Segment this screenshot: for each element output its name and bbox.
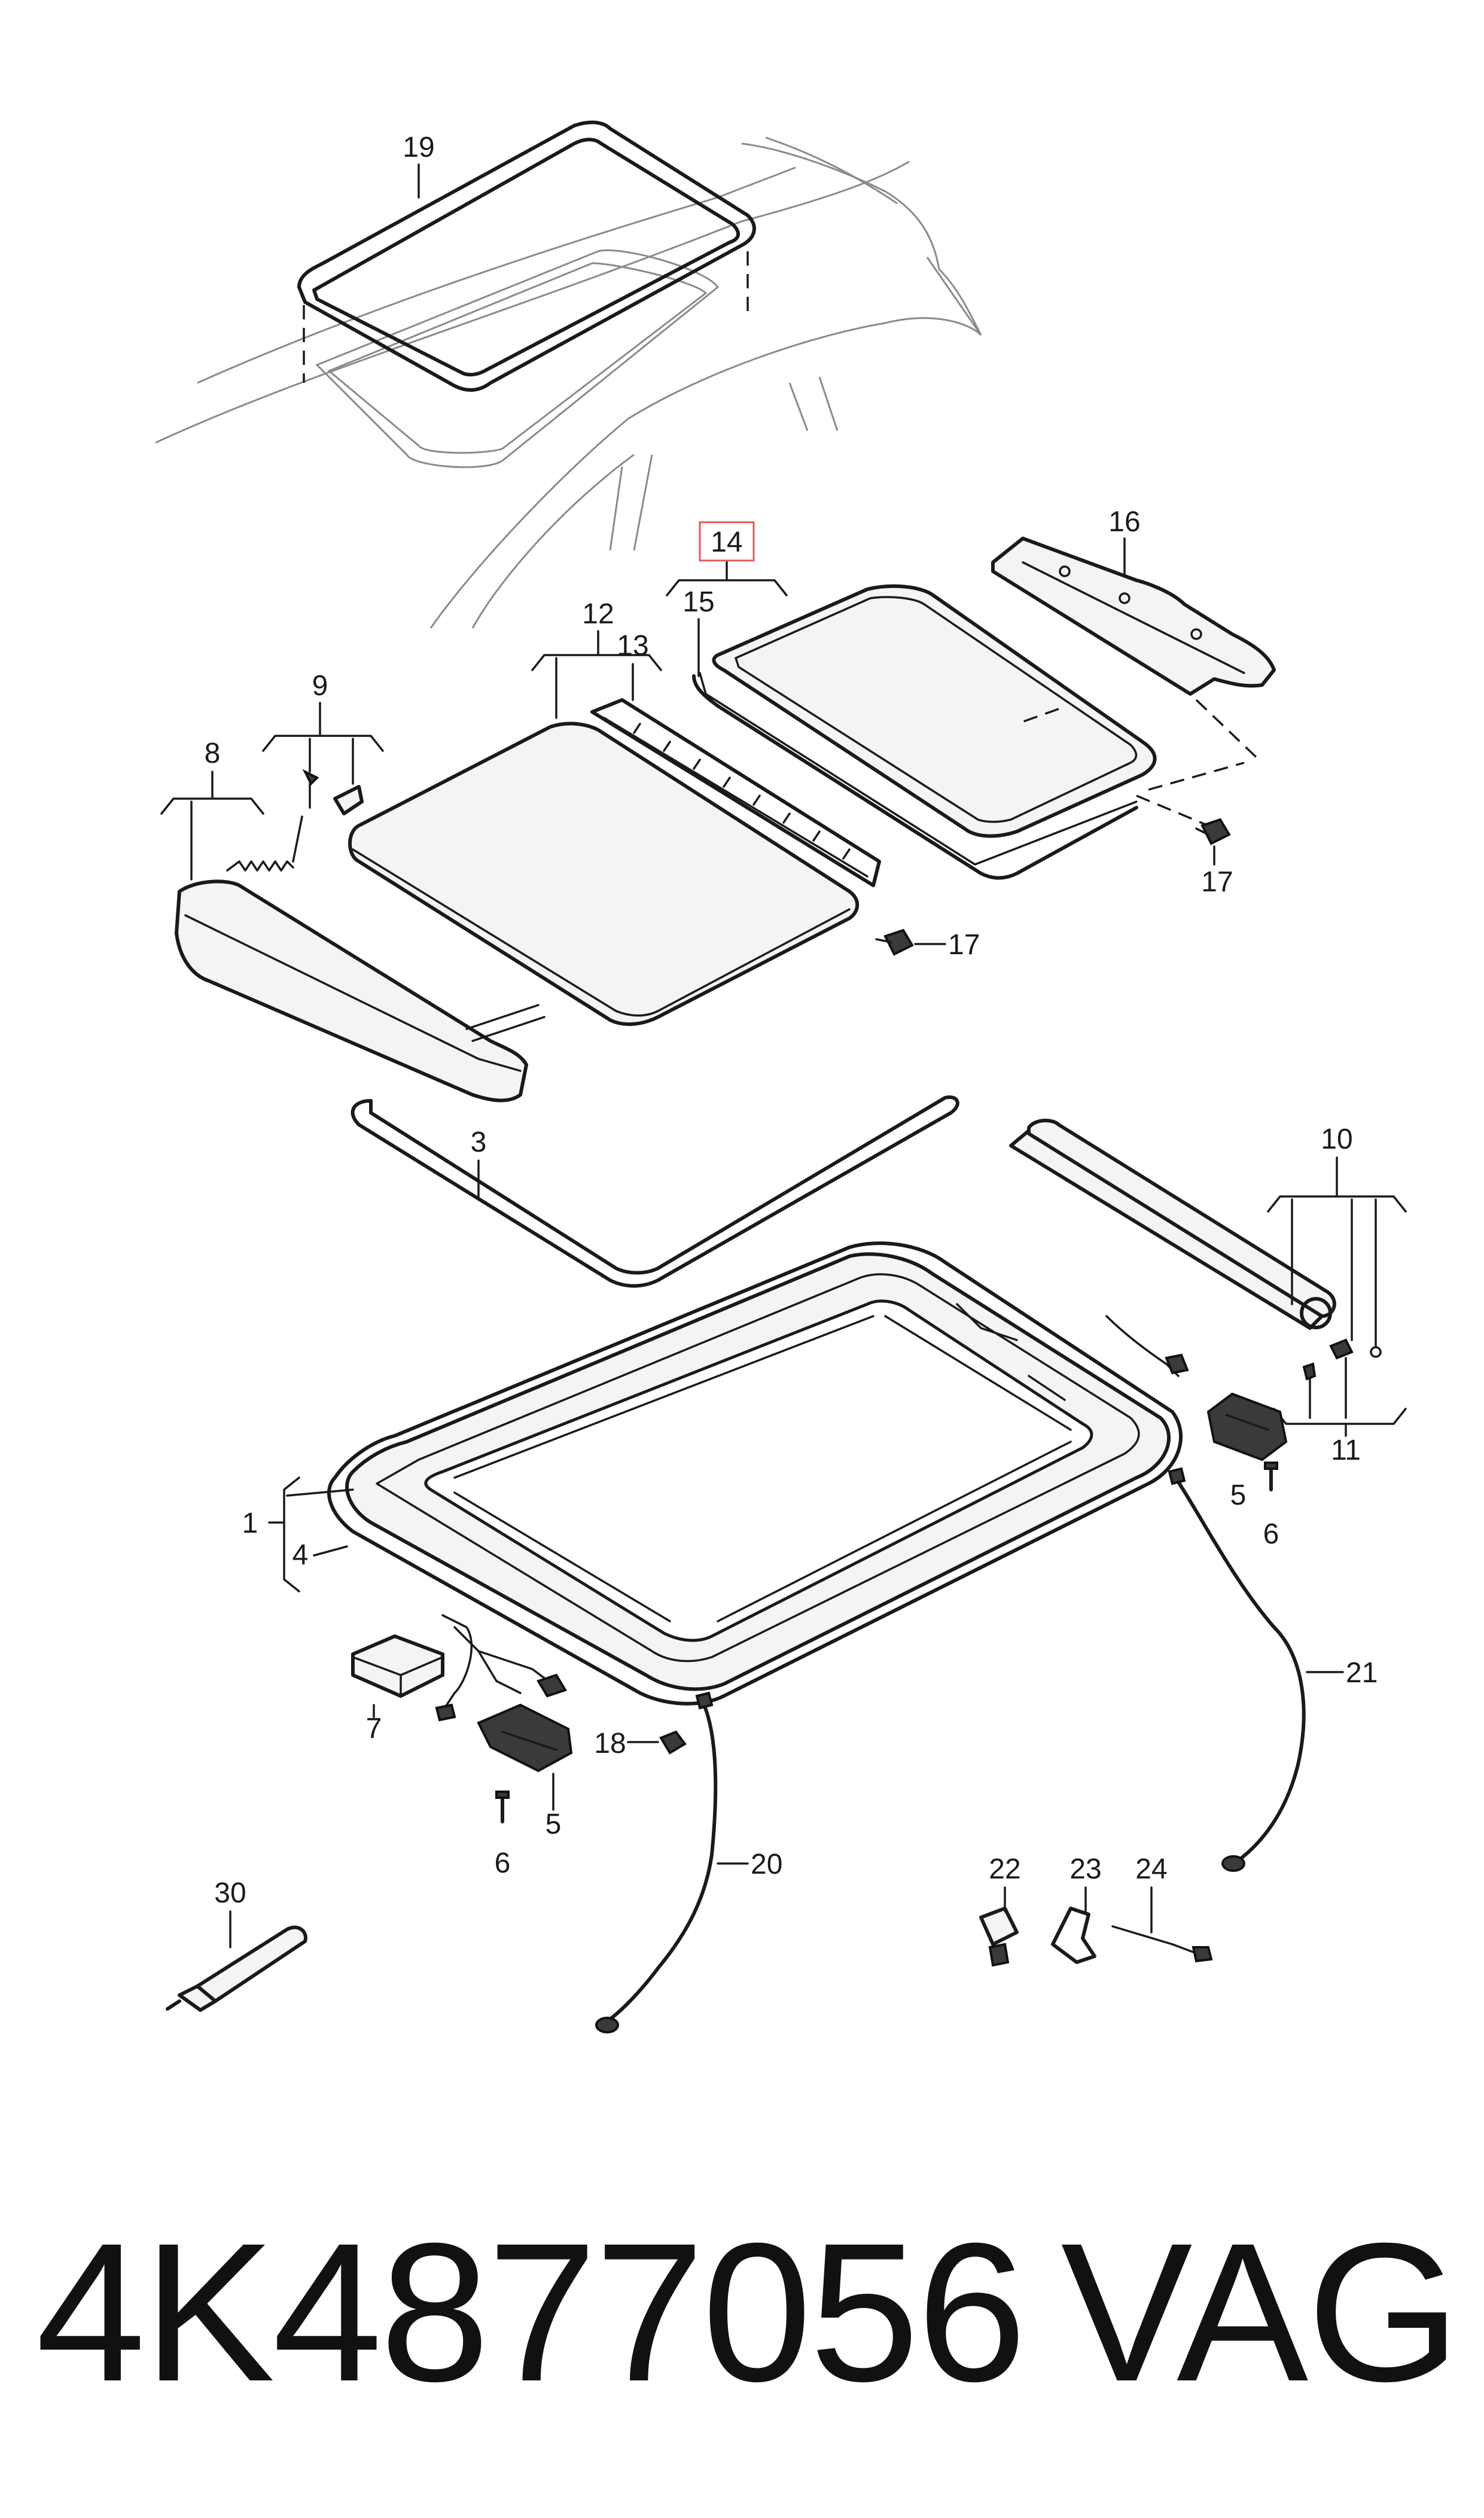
part-17-screw-middle <box>875 928 914 956</box>
callout-21-label: 21 <box>1346 1657 1378 1689</box>
part-16-bracket <box>991 537 1276 696</box>
callout-7-label: 7 <box>366 1713 382 1744</box>
part-6-screw-left <box>495 1791 510 1823</box>
callout-13-label: 13 <box>617 630 648 662</box>
part-12-panel <box>348 721 860 1026</box>
callout-3: 3 <box>471 1126 487 1198</box>
part-20-drain-hose <box>595 1691 718 2033</box>
part-1-frame <box>345 1252 1171 1691</box>
part-14-glass-panel <box>712 584 1157 838</box>
part-6-screw-right <box>1264 1462 1278 1491</box>
callout-15: 15 <box>682 586 715 677</box>
part-19-roof-seal <box>297 120 756 392</box>
callout-20-label: 20 <box>751 1849 782 1880</box>
callout-7: 7 <box>366 1704 382 1744</box>
part-9-hinge <box>302 747 364 815</box>
callout-21: 21 <box>1306 1657 1378 1689</box>
callout-17-middle-label: 17 <box>948 929 980 961</box>
callout-4-label: 4 <box>292 1539 309 1571</box>
part-front-deflector <box>175 879 546 1103</box>
drain-cable-top <box>1105 1315 1180 1377</box>
part-24-cable-tie <box>1111 1925 1213 1963</box>
callout-11: 11 <box>1273 1357 1407 1466</box>
part-5-motor-left <box>477 1703 573 1773</box>
callout-4: 4 <box>292 1539 348 1571</box>
part-15-glass-seal <box>692 672 1138 880</box>
callout-24: 24 <box>1135 1853 1168 1934</box>
callout-12: 12 <box>531 598 662 719</box>
callout-19-label: 19 <box>403 132 434 163</box>
callout-9: 9 <box>262 670 384 773</box>
callout-6-left: 6 <box>495 1847 511 1879</box>
callout-1: 1 <box>242 1476 354 1593</box>
callout-19: 19 <box>403 132 435 199</box>
callout-3-label: 3 <box>471 1126 487 1158</box>
part-4-frame-seal <box>327 1241 1183 1706</box>
callout-30: 30 <box>214 1877 246 1948</box>
callout-6-right: 6 <box>1263 1518 1279 1550</box>
part-number: 4K4877056 <box>36 2202 1026 2422</box>
callout-17-middle: 17 <box>914 929 980 961</box>
callout-5-left: 5 <box>546 1773 562 1840</box>
callout-5-right-label: 5 <box>1230 1479 1247 1511</box>
part-30-sealant-tube <box>166 1925 307 2012</box>
callout-14: 14 <box>666 521 788 596</box>
part-13-strip <box>590 698 881 887</box>
highlight-box <box>699 521 755 562</box>
callout-6-right-label: 6 <box>1263 1518 1279 1550</box>
callout-22-label: 22 <box>989 1853 1020 1885</box>
callout-23-label: 23 <box>1069 1853 1101 1885</box>
roof-outline <box>155 136 982 629</box>
callout-20: 20 <box>717 1849 782 1880</box>
callout-1-label: 1 <box>242 1508 258 1539</box>
footer-part-number-line: 4K4877056 VAG <box>36 2202 1461 2465</box>
callout-16: 16 <box>1108 506 1141 576</box>
callout-12-label: 12 <box>582 598 614 630</box>
callout-11-label: 11 <box>1331 1435 1361 1466</box>
cable-connector-top <box>1165 1353 1189 1375</box>
part-7-control-module <box>351 1614 473 1722</box>
callout-10-label: 10 <box>1321 1123 1352 1155</box>
part-5-motor-right <box>1206 1392 1288 1462</box>
callout-5-right: 5 <box>1230 1479 1247 1511</box>
part-17-screw-right <box>1195 818 1231 845</box>
callout-5-left-label: 5 <box>546 1808 562 1840</box>
callout-9-label: 9 <box>312 670 328 702</box>
callout-8-label: 8 <box>205 738 221 769</box>
callout-8: 8 <box>160 738 264 881</box>
harness-connector <box>537 1673 567 1698</box>
callout-18-label: 18 <box>594 1728 626 1759</box>
part-3-seal <box>351 1095 959 1288</box>
callout-17-right: 17 <box>1201 845 1233 898</box>
part-8-spring <box>226 815 303 872</box>
callout-15-label: 15 <box>682 586 714 618</box>
callout-10: 10 <box>1267 1123 1407 1360</box>
callout-18: 18 <box>594 1728 659 1759</box>
brand-label: VAG <box>1061 2202 1461 2422</box>
part-21-drain-hose <box>1168 1467 1306 1872</box>
part-23-clip <box>1051 1907 1096 1964</box>
callout-24-label: 24 <box>1135 1853 1167 1885</box>
part-22-clip <box>979 1907 1019 1967</box>
callout-16-label: 16 <box>1108 506 1140 538</box>
callout-17-right-label: 17 <box>1201 866 1233 898</box>
part-10-roller-blind <box>1009 1119 1336 1330</box>
callout-6-left-label: 6 <box>495 1847 511 1879</box>
callout-22: 22 <box>989 1853 1021 1913</box>
callout-30-label: 30 <box>214 1877 246 1909</box>
callout-13: 13 <box>617 630 649 701</box>
callout-23: 23 <box>1069 1853 1102 1913</box>
part-18-nut <box>659 1730 687 1755</box>
callout-14-label: 14 <box>711 526 742 558</box>
